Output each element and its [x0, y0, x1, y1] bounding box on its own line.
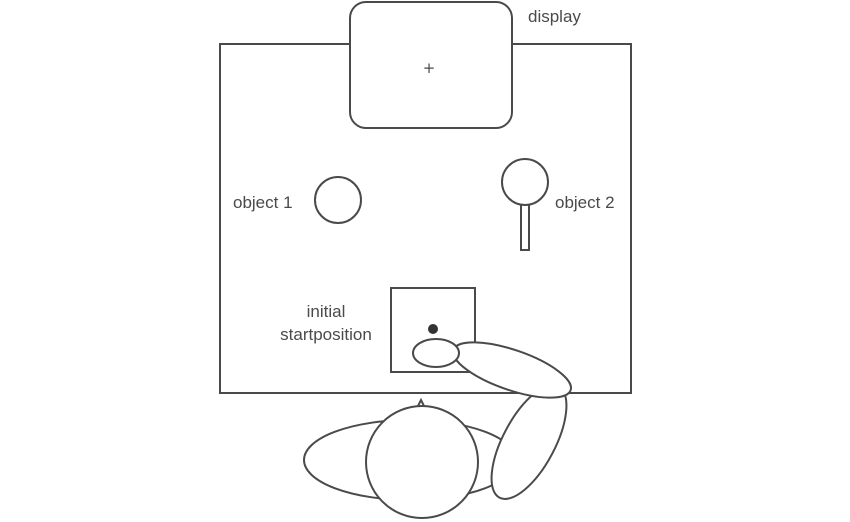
start-position-dot [428, 324, 438, 334]
object-1-label: object 1 [233, 193, 293, 212]
object-1 [314, 176, 362, 224]
start-position-label-line-2: startposition [280, 325, 372, 344]
fixation-cross: + [423, 59, 436, 77]
participant-hand [412, 338, 460, 368]
display-monitor [349, 1, 513, 129]
object-2 [501, 158, 549, 206]
display-label: display [528, 7, 581, 26]
object-2-label: object 2 [555, 193, 615, 212]
object-2-handle [520, 199, 530, 251]
start-position-label-line-1: initial [307, 302, 346, 321]
participant-head [365, 405, 479, 519]
